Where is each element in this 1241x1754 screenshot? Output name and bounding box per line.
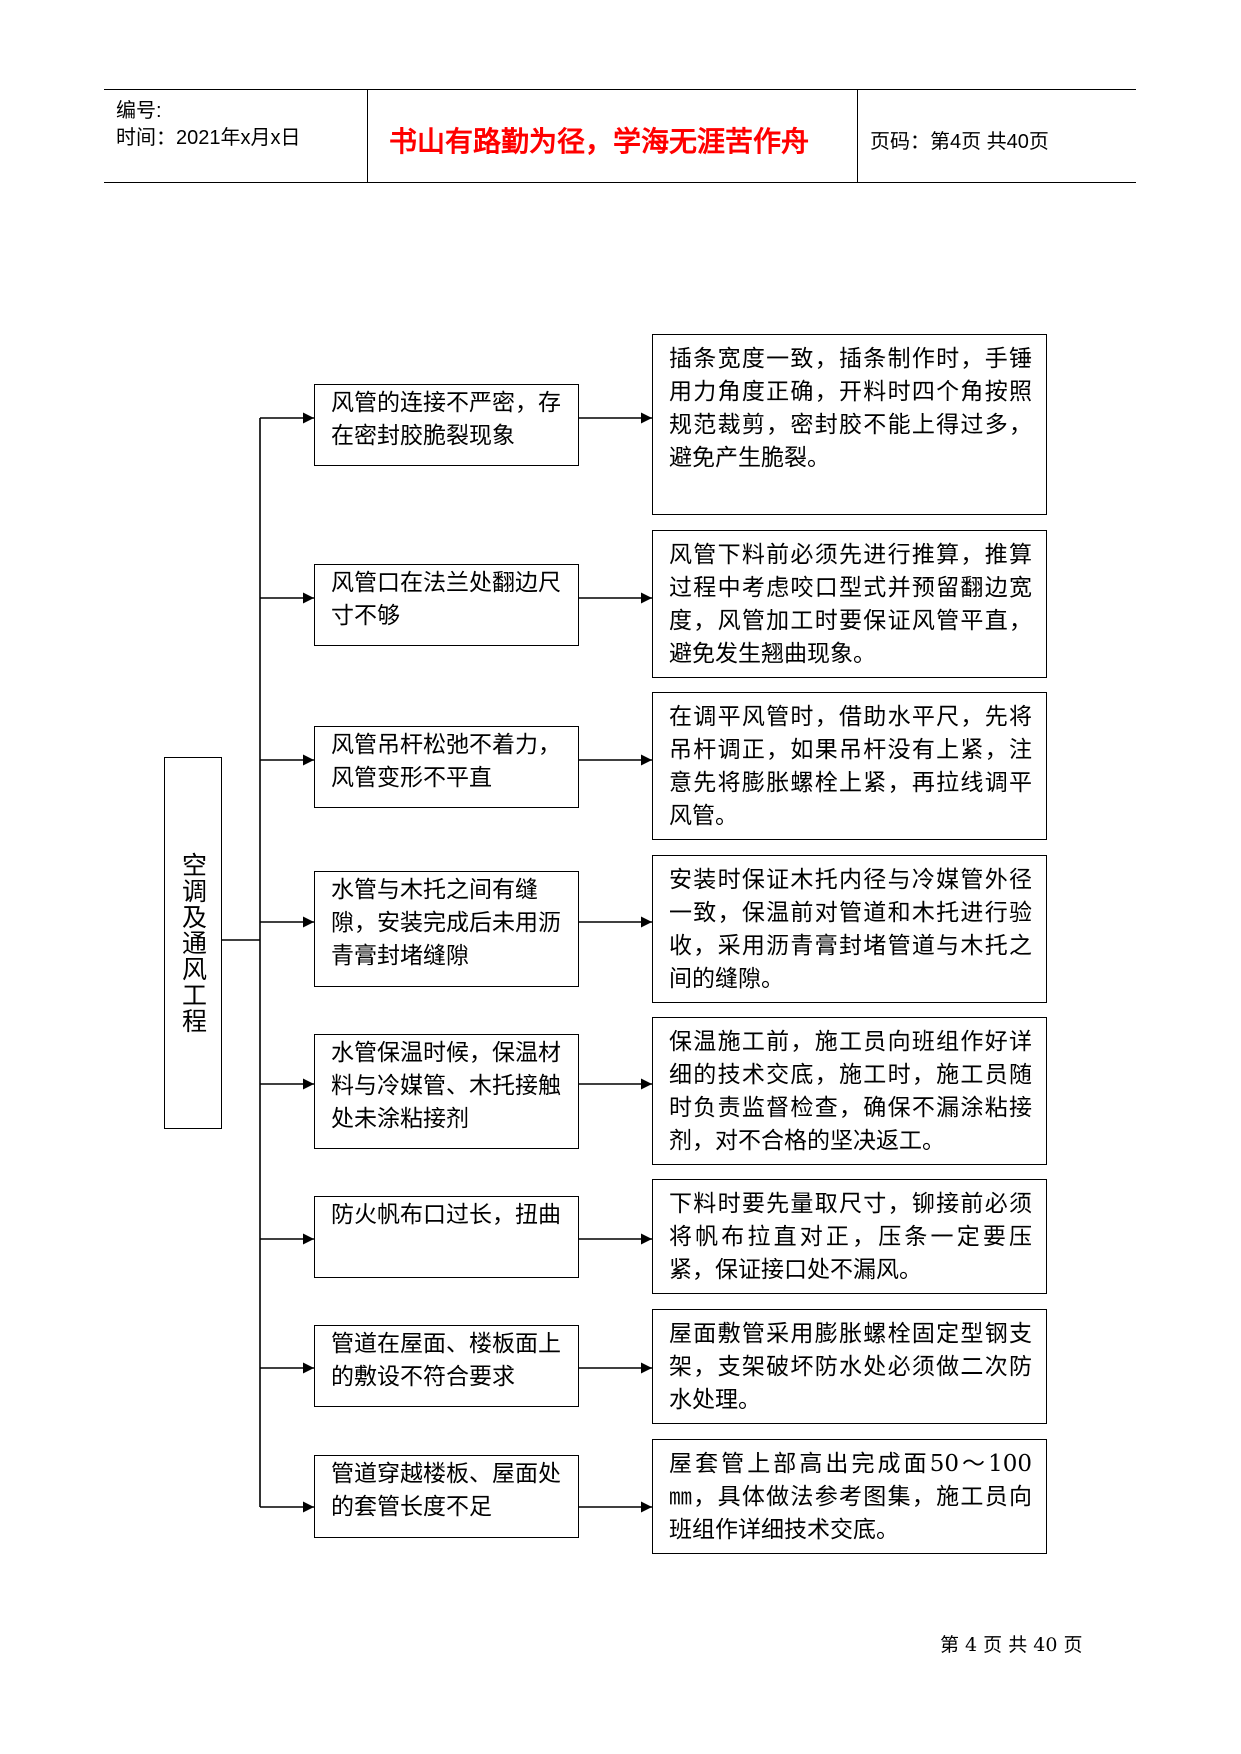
cause-box-8: 管道穿越楼板、屋面处的套管长度不足 xyxy=(314,1455,579,1538)
page-footer: 第 4 页 共 40 页 xyxy=(940,1634,1083,1656)
cause-box-5: 水管保温时候，保温材料与冷媒管、木托接触处未涂粘接剂 xyxy=(314,1034,579,1149)
solution-box-1: 插条宽度一致，插条制作时，手锤用力角度正确，开料时四个角按照规范裁剪，密封胶不能… xyxy=(652,334,1047,515)
cause-box-2: 风管口在法兰处翻边尺寸不够 xyxy=(314,564,579,646)
header-bottom-rule xyxy=(104,182,1136,183)
solution-box-3: 在调平风管时，借助水平尺，先将吊杆调正，如果吊杆没有上紧，注意先将膨胀螺栓上紧，… xyxy=(652,692,1047,840)
page-header: 编号: 时间：2021年x月x日 书山有路勤为径，学海无涯苦作舟 页码：第4页 … xyxy=(104,89,1136,183)
serial-label: 编号: xyxy=(116,100,162,122)
header-divider-left xyxy=(367,89,368,182)
header-top-rule xyxy=(104,89,1136,90)
solution-box-2: 风管下料前必须先进行推算，推算过程中考虑咬口型式并预留翻边宽度，风管加工时要保证… xyxy=(652,530,1047,678)
solution-box-6: 下料时要先量取尺寸，铆接前必须将帆布拉直对正，压条一定要压紧，保证接口处不漏风。 xyxy=(652,1179,1047,1294)
solution-box-8: 屋套管上部高出完成面50～100㎜，具体做法参考图集，施工员向班组作详细技术交底… xyxy=(652,1439,1047,1554)
solution-box-5: 保温施工前，施工员向班组作好详细的技术交底，施工时，施工员随时负责监督检查，确保… xyxy=(652,1017,1047,1165)
root-node: 空调及通风工程 xyxy=(164,757,222,1129)
date-label: 时间：2021年x月x日 xyxy=(116,127,301,149)
page-info: 页码：第4页 共40页 xyxy=(870,131,1049,153)
cause-box-7: 管道在屋面、楼板面上的敷设不符合要求 xyxy=(314,1325,579,1407)
solution-box-4: 安装时保证木托内径与冷媒管外径一致，保温前对管道和木托进行验收，采用沥青膏封堵管… xyxy=(652,855,1047,1003)
solution-box-7: 屋面敷管采用膨胀螺栓固定型钢支架，支架破坏防水处必须做二次防水处理。 xyxy=(652,1309,1047,1424)
cause-box-1: 风管的连接不严密，存在密封胶脆裂现象 xyxy=(314,384,579,466)
cause-box-3: 风管吊杆松弛不着力，风管变形不平直 xyxy=(314,726,579,808)
header-divider-right xyxy=(857,89,858,182)
cause-box-4: 水管与木托之间有缝隙，安装完成后未用沥青膏封堵缝隙 xyxy=(314,871,579,987)
cause-box-6: 防火帆布口过长，扭曲 xyxy=(314,1196,579,1278)
